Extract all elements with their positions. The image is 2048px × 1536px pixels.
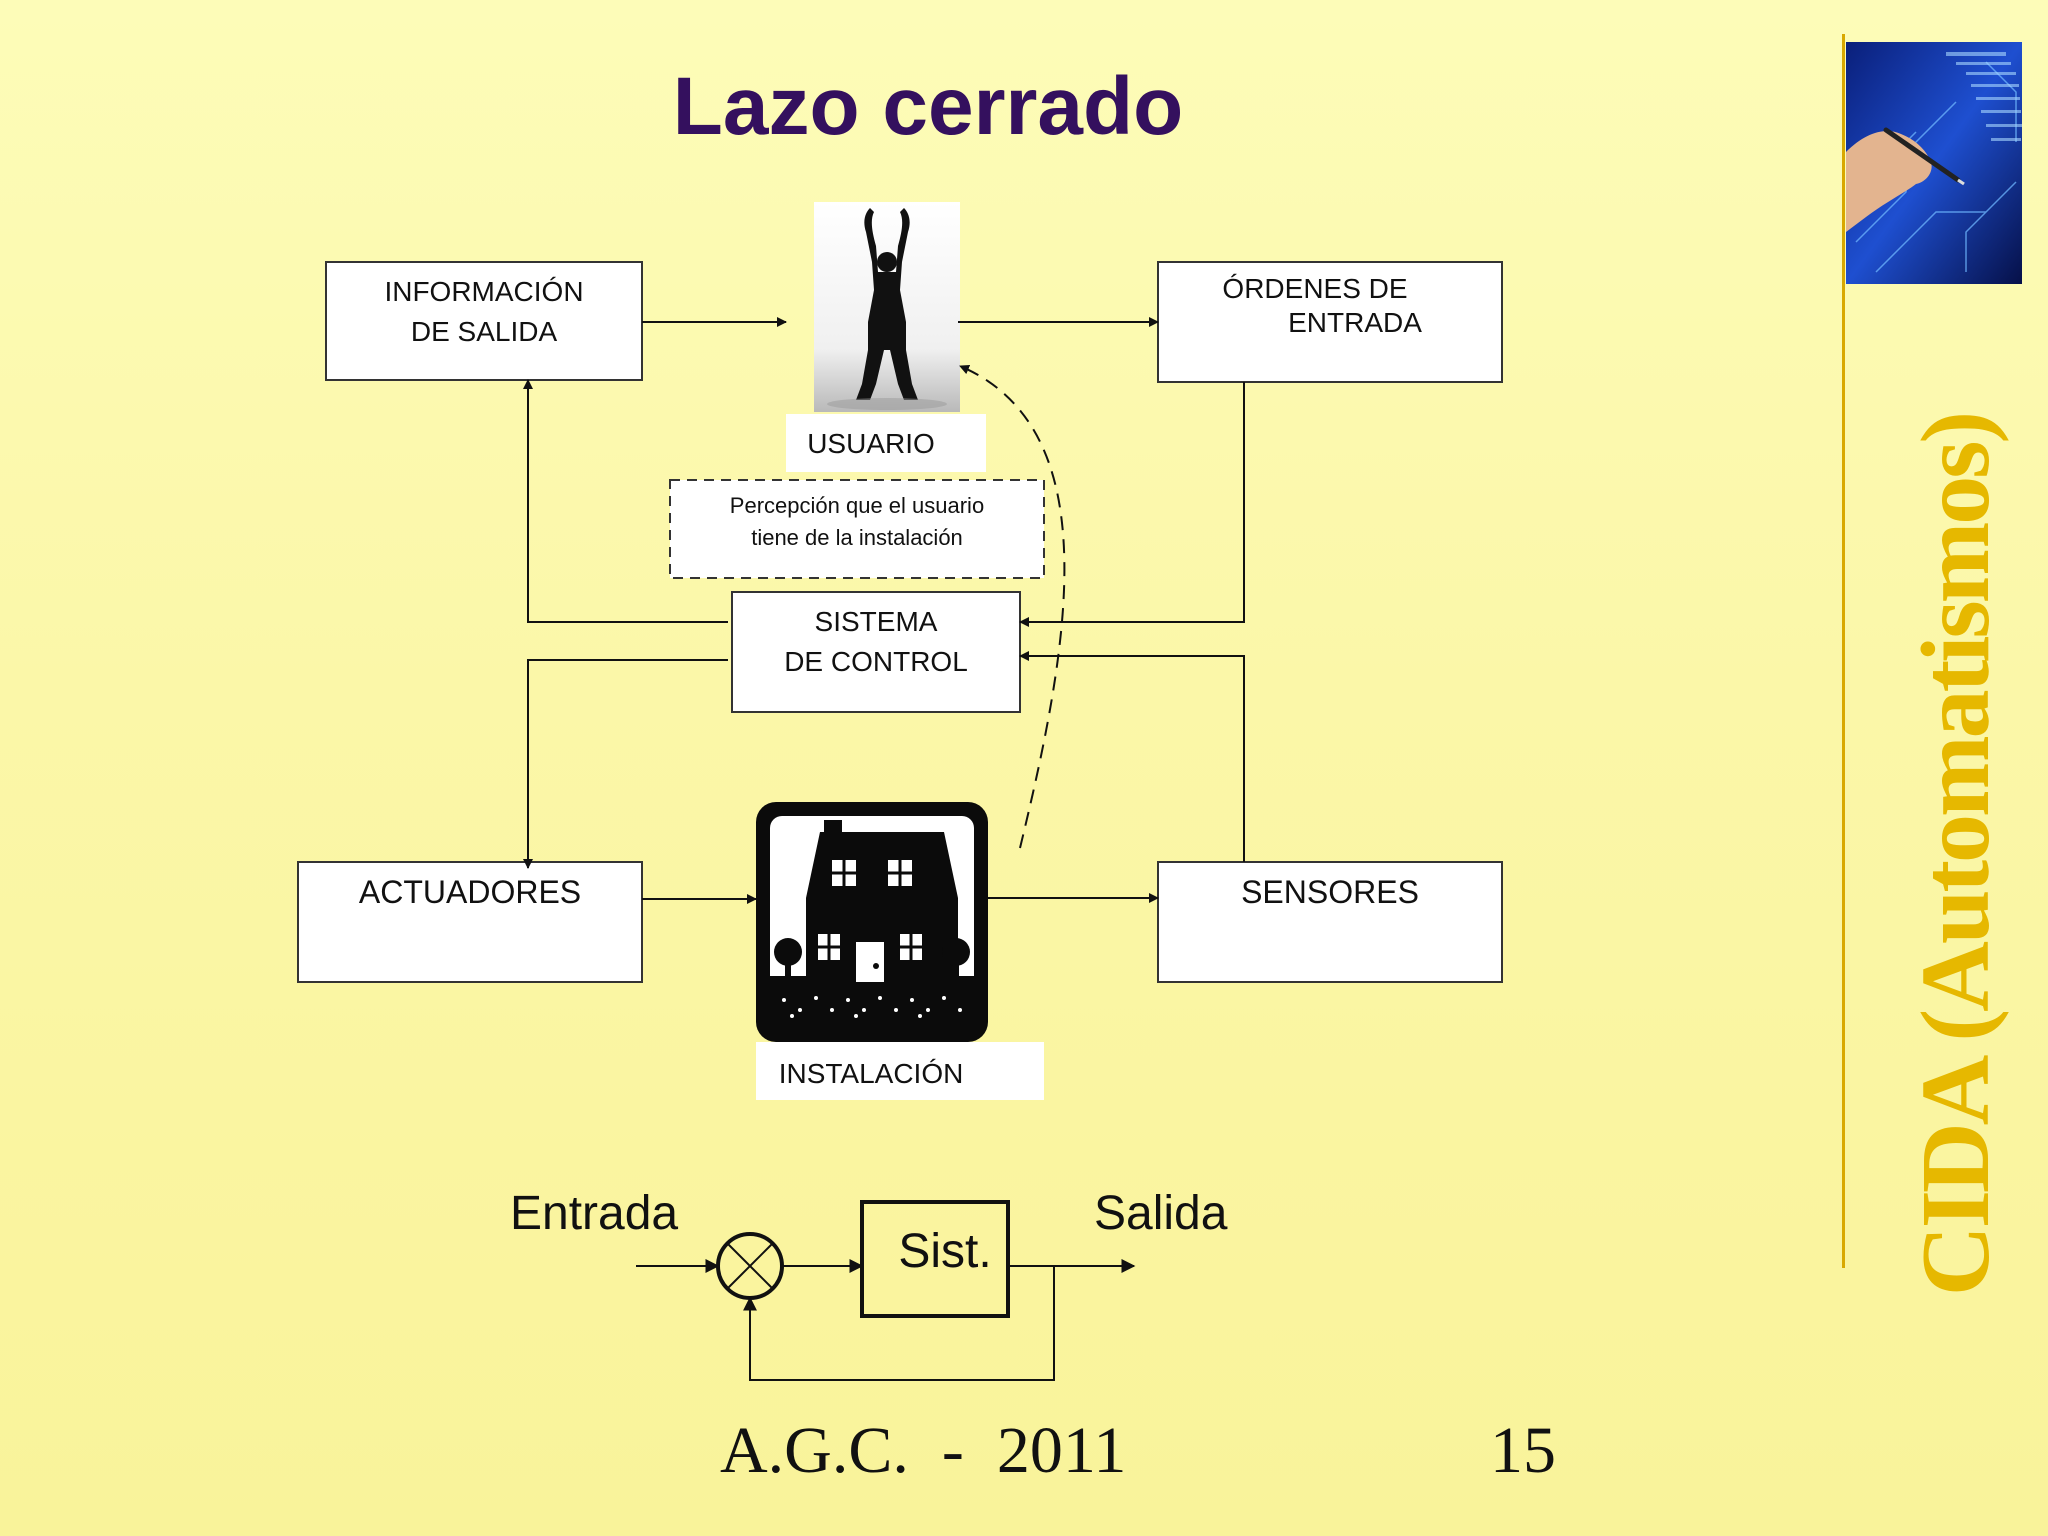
arrow-control-to-info	[523, 379, 728, 623]
sistema-control-line1: SISTEMA	[814, 606, 938, 637]
instalacion-label: INSTALACIÓN	[778, 1058, 964, 1089]
percepcion-text: Percepción que el usuario tiene de la in…	[670, 490, 1044, 554]
sist-label: Sist.	[898, 1225, 992, 1278]
user-image	[814, 202, 960, 412]
entrada-label: Entrada	[510, 1187, 679, 1240]
info-salida-line1: INFORMACIÓN	[384, 276, 584, 307]
hand-icon	[1846, 131, 1932, 232]
accent-divider	[1842, 34, 1845, 1268]
slide-title: Lazo cerrado	[672, 61, 1184, 152]
ordenes-entrada-line1: ÓRDENES DE	[1222, 273, 1408, 304]
ordenes-entrada-line2: ENTRADA	[1288, 306, 1422, 338]
bd-feedback-line	[743, 1266, 1055, 1381]
ordenes-entrada-text: ÓRDENES DE ENTRADA	[1158, 272, 1502, 339]
percepcion-line2: tiene de la instalación	[751, 524, 963, 550]
house-icon	[756, 802, 988, 1042]
ordenes-entrada-box	[1157, 261, 1503, 383]
corner-image	[1846, 42, 2022, 284]
percepcion-line1: Percepción que el usuario	[729, 493, 985, 518]
instalacion-label-bg	[756, 1042, 1044, 1100]
dashed-perception-arrow	[959, 364, 1066, 849]
block-diagram	[636, 1200, 1136, 1381]
actuadores-box	[297, 861, 643, 983]
sensores-text: SENSORES	[1241, 874, 1419, 910]
info-salida-line2: DE SALIDA	[410, 315, 558, 347]
percepcion-box	[669, 479, 1045, 579]
sistema-control-line2: DE CONTROL	[784, 645, 968, 677]
sist-box	[860, 1200, 1010, 1318]
page-number: 15	[1490, 1414, 1556, 1487]
sistema-control-box	[731, 591, 1021, 713]
actuadores-text: ACTUADORES	[358, 874, 582, 910]
footer-author-year: A.G.C. - 2011	[720, 1414, 1127, 1487]
info-salida-box	[325, 261, 643, 381]
arrow-sensores-to-control	[1019, 651, 1245, 862]
info-salida-text: INFORMACIÓN DE SALIDA	[326, 272, 642, 352]
usuario-label-bg	[786, 414, 986, 472]
sensores-box	[1157, 861, 1503, 983]
arrow-control-to-actuadores	[523, 659, 728, 869]
sistema-control-text: SISTEMA DE CONTROL	[732, 602, 1020, 682]
arrow-ordenes-to-control	[1019, 382, 1245, 627]
salida-label: Salida	[1094, 1187, 1228, 1240]
person-silhouette-icon	[856, 208, 918, 400]
usuario-label: USUARIO	[807, 428, 935, 459]
